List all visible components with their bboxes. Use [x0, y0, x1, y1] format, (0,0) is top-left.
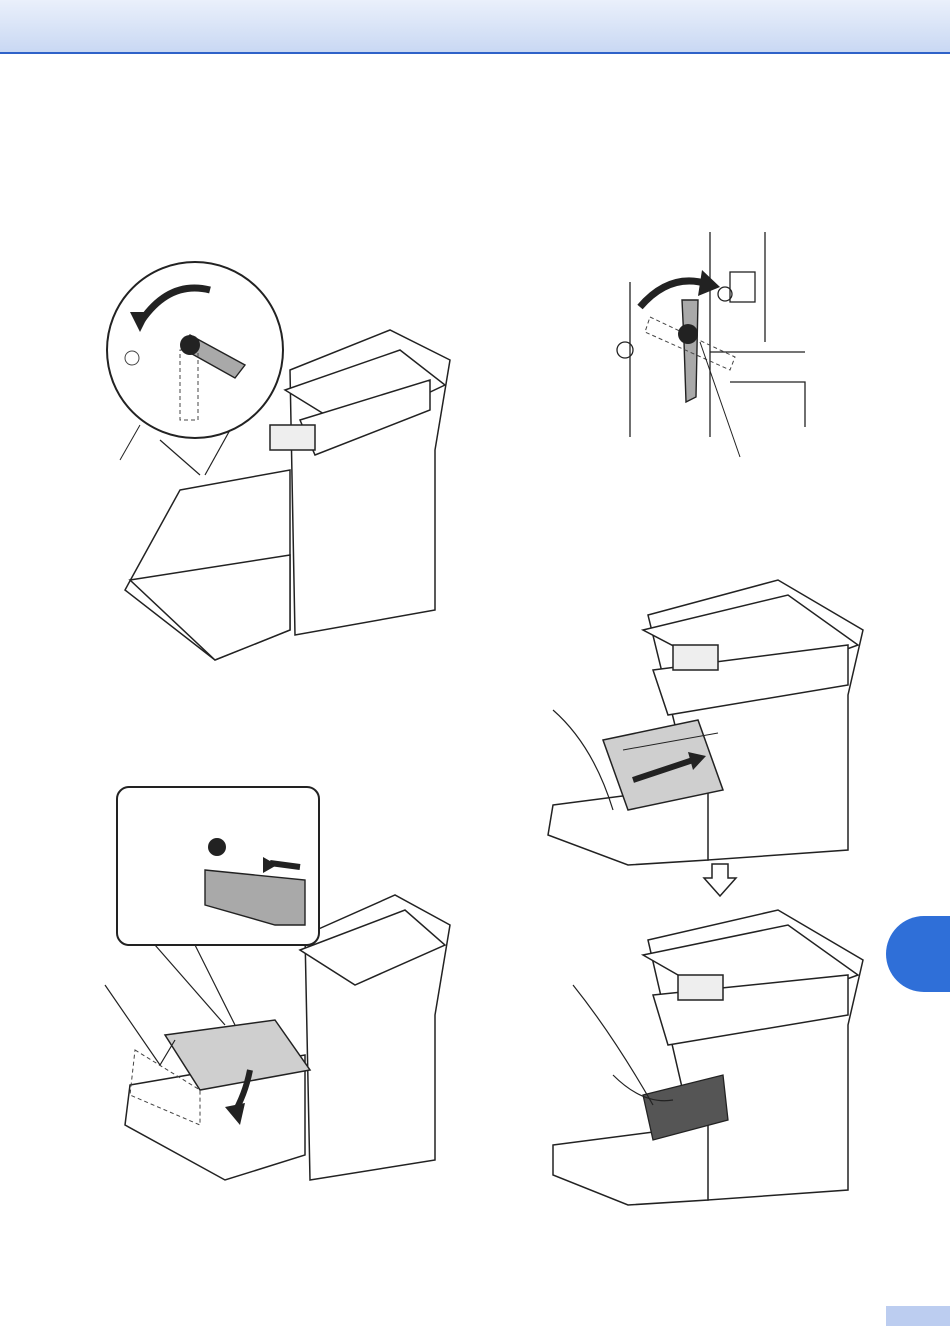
step-down-arrow: [702, 862, 738, 898]
illustration-cw: [590, 232, 805, 462]
illustration-push-drum: [548, 575, 868, 865]
down-arrow-icon: [702, 862, 738, 898]
page-number-tab: [886, 1306, 950, 1326]
figure-insert-drum-guides: [105, 785, 460, 1185]
illustration-insert-guides: [105, 785, 460, 1185]
illustration-ccw: [100, 250, 460, 680]
figure-push-drum: [548, 575, 868, 865]
figure-turn-lever-ccw: [100, 250, 460, 680]
header-band: [0, 0, 950, 54]
figure-drum-installed: [553, 905, 868, 1205]
figure-turn-lever-cw: [590, 232, 805, 462]
illustration-drum-installed: [553, 905, 868, 1205]
chapter-tab: [886, 916, 950, 992]
